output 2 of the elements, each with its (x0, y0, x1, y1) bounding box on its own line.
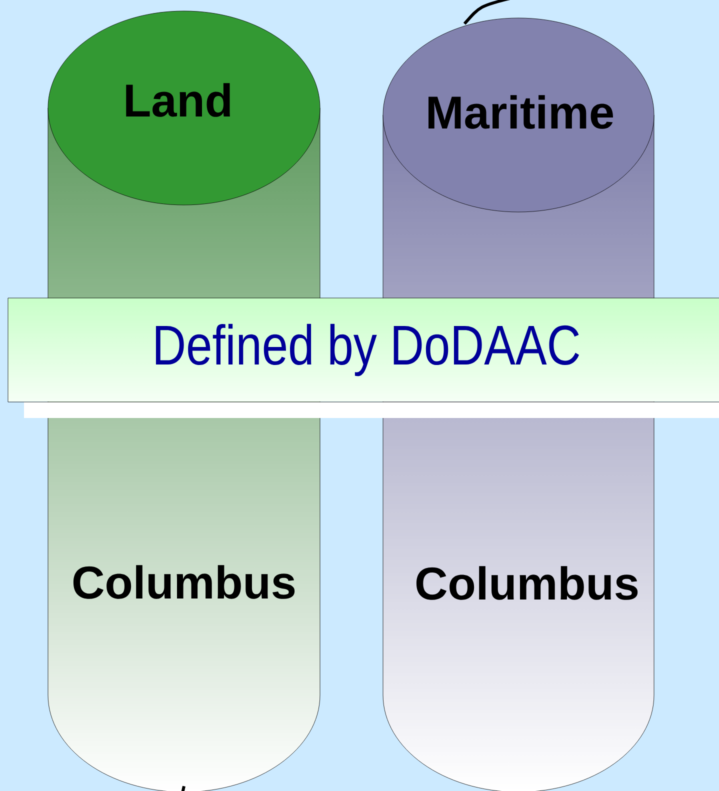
connector-line (180, 786, 186, 791)
band: Defined by DoDAAC (8, 298, 719, 402)
